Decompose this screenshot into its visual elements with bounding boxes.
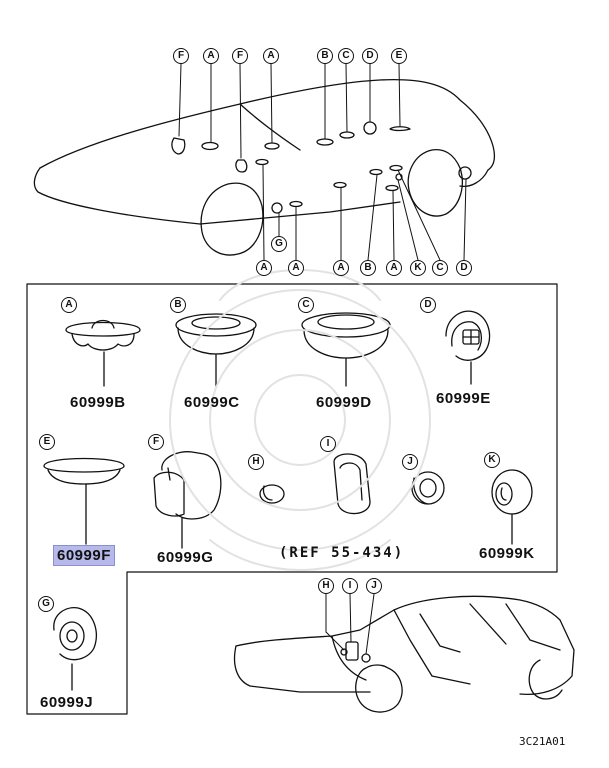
callout-a: A bbox=[203, 48, 219, 64]
reference-note: (REF 55-434) bbox=[279, 545, 405, 561]
callout-c: C bbox=[298, 297, 314, 313]
part-number-60999k[interactable]: 60999K bbox=[479, 545, 535, 562]
part-number-60999g[interactable]: 60999G bbox=[157, 549, 214, 566]
callout-a: A bbox=[386, 260, 402, 276]
callout-c: C bbox=[338, 48, 354, 64]
diagram-code: 3C21A01 bbox=[519, 735, 566, 748]
bottom-leader-lines bbox=[325, 593, 375, 655]
callout-c: C bbox=[432, 260, 448, 276]
callout-d: D bbox=[456, 260, 472, 276]
watermark-emblem bbox=[169, 269, 431, 571]
callout-i: I bbox=[320, 436, 336, 452]
part-number-60999c[interactable]: 60999C bbox=[184, 394, 240, 411]
callout-a: A bbox=[61, 297, 77, 313]
callout-a: A bbox=[288, 260, 304, 276]
callout-b: B bbox=[360, 260, 376, 276]
callout-b: B bbox=[317, 48, 333, 64]
grommet-b-drawing bbox=[175, 313, 257, 387]
callout-f: F bbox=[148, 434, 164, 450]
plug-h-drawing bbox=[259, 484, 285, 504]
callout-k: K bbox=[410, 260, 426, 276]
part-number-60999b[interactable]: 60999B bbox=[70, 394, 126, 411]
callout-e: E bbox=[391, 48, 407, 64]
callout-h: H bbox=[248, 454, 264, 470]
grommet-c-drawing bbox=[301, 312, 391, 387]
grommet-f-drawing bbox=[153, 451, 222, 549]
parts-frame bbox=[26, 283, 558, 715]
callout-f: F bbox=[173, 48, 189, 64]
callout-f: F bbox=[232, 48, 248, 64]
callout-a: A bbox=[263, 48, 279, 64]
grommet-g-drawing bbox=[53, 607, 97, 691]
top-leader-lines bbox=[178, 63, 467, 261]
callout-a: A bbox=[333, 260, 349, 276]
callout-d: D bbox=[420, 297, 436, 313]
callout-k: K bbox=[484, 452, 500, 468]
cap-e-drawing bbox=[43, 457, 125, 545]
part-number-60999e[interactable]: 60999E bbox=[436, 390, 491, 407]
grommet-k-drawing bbox=[491, 469, 533, 545]
callout-d: D bbox=[362, 48, 378, 64]
grommet-i-drawing bbox=[333, 453, 371, 515]
callout-b: B bbox=[170, 297, 186, 313]
grommet-d-drawing bbox=[445, 310, 491, 385]
callout-a: A bbox=[256, 260, 272, 276]
callout-h: H bbox=[318, 578, 334, 594]
callout-j: J bbox=[402, 454, 418, 470]
part-number-60999j[interactable]: 60999J bbox=[40, 694, 94, 711]
grommet-a-drawing bbox=[65, 319, 141, 387]
part-number-60999d[interactable]: 60999D bbox=[316, 394, 372, 411]
part-number-60999f[interactable]: 60999F bbox=[53, 545, 115, 566]
callout-g: G bbox=[271, 236, 287, 252]
callout-i: I bbox=[342, 578, 358, 594]
callout-g: G bbox=[38, 596, 54, 612]
callout-j: J bbox=[366, 578, 382, 594]
callout-e: E bbox=[39, 434, 55, 450]
bottom-car-outline bbox=[233, 595, 575, 713]
